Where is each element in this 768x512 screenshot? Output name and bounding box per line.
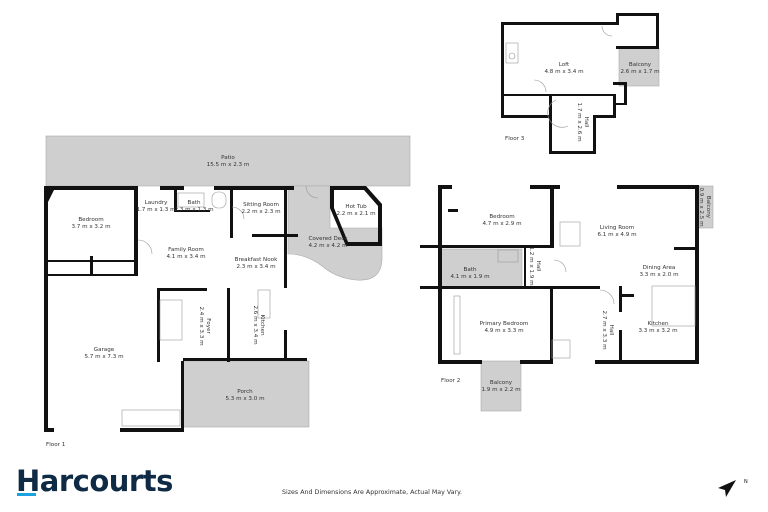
- floor-1-plan: Patio 15.5 m x 2.3 m Bedroom 3.7 m x 3.2…: [44, 135, 411, 448]
- brand-underline: [17, 493, 36, 496]
- f2-bath-label: Bath: [463, 267, 476, 273]
- living-room-label: Living Room: [600, 225, 634, 231]
- bath-size: 2.3 m x 1.3 m: [174, 207, 213, 213]
- lower-hall-size: 2.7 m x 3.3 m: [601, 310, 607, 349]
- bedroom-size: 3.7 m x 3.2 m: [71, 224, 110, 230]
- garage-label: Garage: [94, 347, 115, 353]
- brand-logo: Harcourts: [16, 464, 173, 498]
- loft-size: 4.8 m x 3.4 m: [544, 69, 583, 75]
- foyer-label: Foyer: [205, 318, 211, 334]
- floor-1-label: Floor 1: [46, 442, 66, 448]
- foyer-label-group: Foyer 2.4 m x 3.3 m: [198, 306, 211, 345]
- breakfast-nook-label: Breakfast Nook: [235, 257, 278, 263]
- family-room-label: Family Room: [168, 247, 204, 253]
- f3-balcony-size: 2.6 m x 1.7 m: [620, 69, 659, 75]
- sitting-room-label: Sitting Room: [243, 202, 279, 208]
- sitting-room-size: 2.2 m x 2.3 m: [241, 209, 280, 215]
- dining-area-size: 3.3 m x 2.0 m: [639, 272, 678, 278]
- kitchen-label-group: Kitchen 2.6 m x 3.4 m: [252, 305, 265, 344]
- covered-deck-area: [287, 185, 383, 281]
- patio-label: Patio: [221, 155, 235, 161]
- disclaimer-text: Sizes And Dimensions Are Approximate, Ac…: [282, 489, 462, 496]
- f2-bedroom-size: 4.7 m x 2.9 m: [482, 221, 521, 227]
- porch-size: 5.3 m x 3.0 m: [225, 396, 264, 402]
- patio-area: [45, 135, 411, 187]
- f3-hall-size: 1.7 m x 2.6 m: [576, 102, 582, 141]
- f3-balcony-label: Balcony: [629, 62, 652, 68]
- floor-2-label: Floor 2: [441, 378, 460, 384]
- breakfast-nook-size: 2.3 m x 3.4 m: [236, 264, 275, 270]
- bedroom-label: Bedroom: [78, 217, 103, 223]
- covered-deck-size: 4.2 m x 4.2 m: [308, 243, 347, 249]
- bath-area: [439, 248, 523, 288]
- floor-2-plan: Bedroom 4.7 m x 2.9 m Living Room 6.1 m …: [420, 185, 714, 412]
- front-balcony-size: 1.9 m x 2.2 m: [481, 387, 520, 393]
- laundry-label: Laundry: [145, 200, 168, 206]
- porch-area: [182, 360, 310, 428]
- porch-label: Porch: [237, 389, 253, 395]
- hot-tub-size: 2.2 m x 2.1 m: [336, 211, 375, 217]
- hot-tub-label: Hot Tub: [345, 204, 367, 210]
- f3-hall-label: Hall: [583, 117, 589, 128]
- patio-size: 15.5 m x 2.3 m: [207, 162, 250, 168]
- side-balcony-label: Balcony: [705, 196, 711, 219]
- f3-hall-label-group: Hall 1.7 m x 2.6 m: [576, 102, 589, 141]
- upper-hall-size: 1.2 m x 1.9 m: [528, 246, 534, 285]
- covered-deck-label: Covered Deck: [308, 236, 348, 242]
- dining-area-label: Dining Area: [643, 265, 676, 271]
- kitchen-size: 2.6 m x 3.4 m: [252, 305, 258, 344]
- foyer-size: 2.4 m x 3.3 m: [198, 306, 204, 345]
- primary-bedroom-label: Primary Bedroom: [480, 321, 529, 327]
- floor-3-plan: Loft 4.8 m x 3.4 m Balcony 2.6 m x 1.7 m…: [501, 13, 660, 154]
- lower-hall-label: Hall: [608, 325, 614, 336]
- north-arrow-icon: N: [718, 479, 748, 497]
- f2-kitchen-label: Kitchen: [647, 321, 668, 327]
- garage-size: 5.7 m x 7.3 m: [84, 354, 123, 360]
- bath-label: Bath: [187, 200, 200, 206]
- side-balcony-size: 0.9 m x 2.5 m: [698, 187, 704, 226]
- loft-label: Loft: [559, 62, 570, 68]
- f2-kitchen-size: 3.3 m x 3.2 m: [638, 328, 677, 334]
- floor-3-label: Floor 3: [505, 136, 525, 142]
- upper-hall-label-group: Hall 1.2 m x 1.9 m: [528, 246, 541, 285]
- front-balcony-label: Balcony: [490, 380, 513, 386]
- f3-balcony-area: [618, 47, 660, 87]
- front-balcony-area: [480, 360, 522, 412]
- laundry-size: 1.7 m x 1.3 m: [136, 207, 175, 213]
- family-room-size: 4.1 m x 3.4 m: [166, 254, 205, 260]
- side-balcony-label-group: Balcony 0.9 m x 2.5 m: [698, 187, 711, 226]
- upper-hall-label: Hall: [535, 261, 541, 272]
- living-room-size: 6.1 m x 4.9 m: [597, 232, 636, 238]
- lower-hall-label-group: Hall 2.7 m x 3.3 m: [601, 310, 614, 349]
- primary-bedroom-size: 4.9 m x 3.3 m: [484, 328, 523, 334]
- f2-bath-size: 4.1 m x 1.9 m: [450, 274, 489, 280]
- f2-bedroom-label: Bedroom: [489, 214, 514, 220]
- kitchen-label: Kitchen: [259, 314, 265, 335]
- north-label: N: [744, 479, 748, 485]
